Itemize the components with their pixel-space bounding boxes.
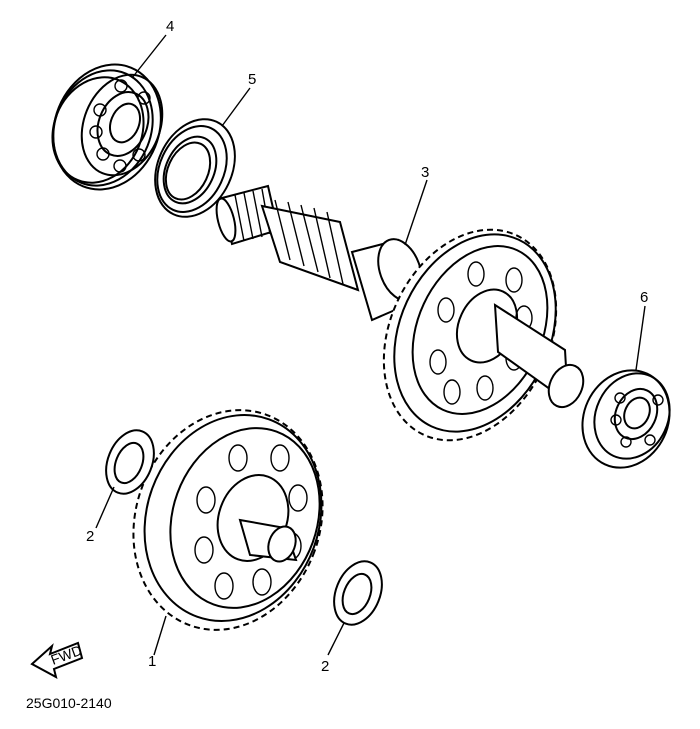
washer-part-2-upper [105, 429, 155, 495]
callout-2-upper: 2 [86, 528, 94, 545]
callout-2-lower: 2 [321, 658, 329, 675]
callout-4: 4 [166, 18, 174, 35]
callout-3: 3 [421, 164, 429, 181]
gear-part-1 [132, 409, 324, 631]
shaft-gear-part-3 [215, 184, 585, 442]
forward-arrow-icon: FWD [30, 641, 84, 679]
oil-seal-part-5 [154, 118, 236, 218]
callout-1: 1 [148, 653, 156, 670]
leader-lines [95, 34, 646, 656]
callout-6: 6 [640, 289, 648, 306]
drawing-code: 25G010-2140 [26, 695, 112, 711]
callout-5: 5 [248, 71, 256, 88]
bearing-part-4 [51, 63, 164, 191]
washer-part-2-lower [333, 560, 383, 626]
bearing-part-6 [581, 369, 671, 469]
